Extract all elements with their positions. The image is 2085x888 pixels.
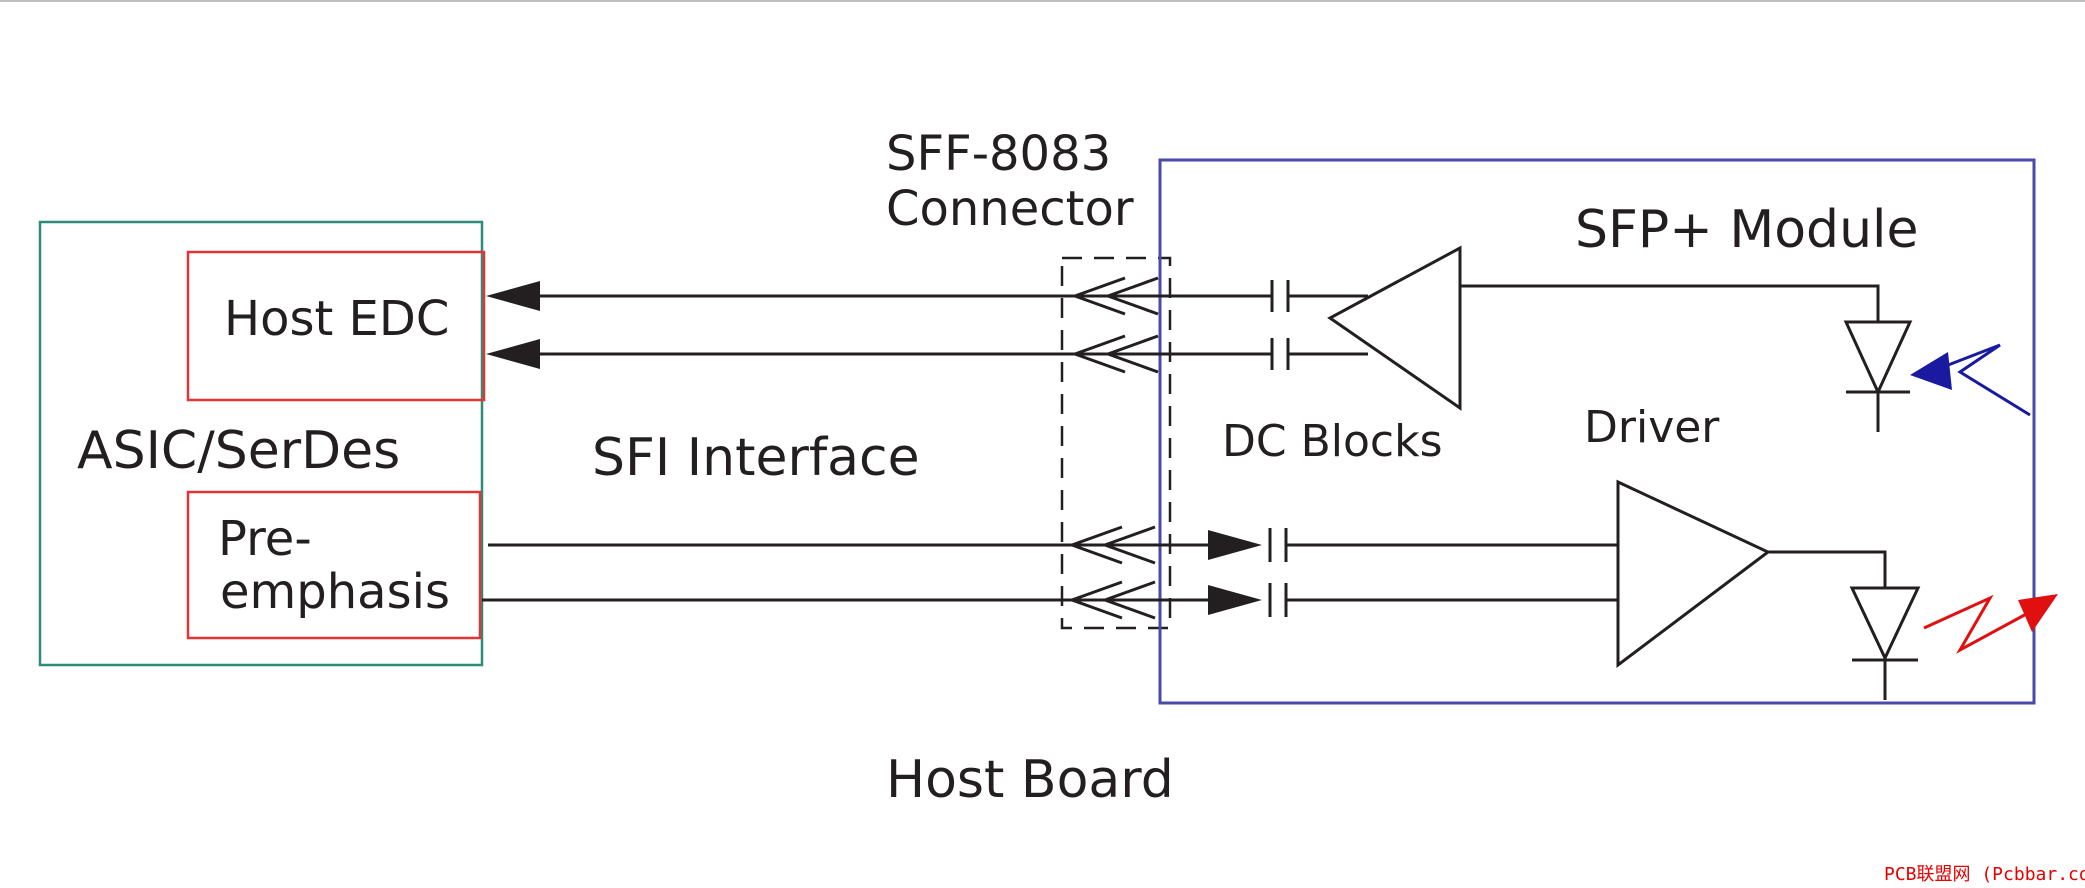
tx-chevron-1b [1100,525,1156,565]
sfi-interface-label: SFI Interface [592,428,920,488]
transmit-light-icon [1923,594,2058,654]
asic-serdes-label: ASIC/SerDes [77,421,400,481]
rx-chevron-1b [1103,276,1159,316]
watermark-text: PCB联盟网 (Pcbbar.com) [1884,864,2085,885]
driver-amplifier-triangle [1616,479,1771,669]
receive-path [486,245,1913,432]
preemphasis-box [186,490,482,640]
tx-chevron-2a [1067,580,1123,620]
rx-arrowhead-2 [486,339,540,369]
preemphasis-label-line1: Pre- [218,511,312,567]
transmit-path [482,479,1921,700]
tx-chevron-2b [1100,580,1156,620]
host-edc-label: Host EDC [224,291,449,347]
receive-light-icon [1910,343,2031,417]
tx-arrowhead-2 [1208,585,1262,615]
laser-diode-triangle [1849,586,1921,662]
connector-label-line1: SFF-8083 [886,126,1111,182]
rx-chevron-2b [1103,334,1159,374]
rx-chevron-1a [1070,276,1126,316]
driver-label: Driver [1584,402,1720,453]
tx-arrowhead-1 [1208,530,1262,560]
rx-amp-to-photodiode-wire [1460,284,1880,322]
connector-label-line2: Connector [886,181,1134,237]
host-edc-box [186,250,486,402]
preemphasis-label-line2: emphasis [220,564,450,620]
dc-blocks-label: DC Blocks [1222,416,1443,467]
photodiode-triangle [1843,320,1913,396]
rx-arrowhead-1 [486,281,540,311]
rx-chevron-2a [1070,334,1126,374]
sff-8083-connector-outline [1060,256,1172,630]
tx-chevron-1a [1067,525,1123,565]
driver-to-laser-wire [1768,550,1887,588]
host-board-label: Host Board [886,750,1174,810]
sfp-module-box [1158,158,2036,705]
receive-amplifier-triangle [1327,245,1462,411]
asic-serdes-box [38,220,484,667]
sfp-module-label: SFP+ Module [1575,200,1918,260]
